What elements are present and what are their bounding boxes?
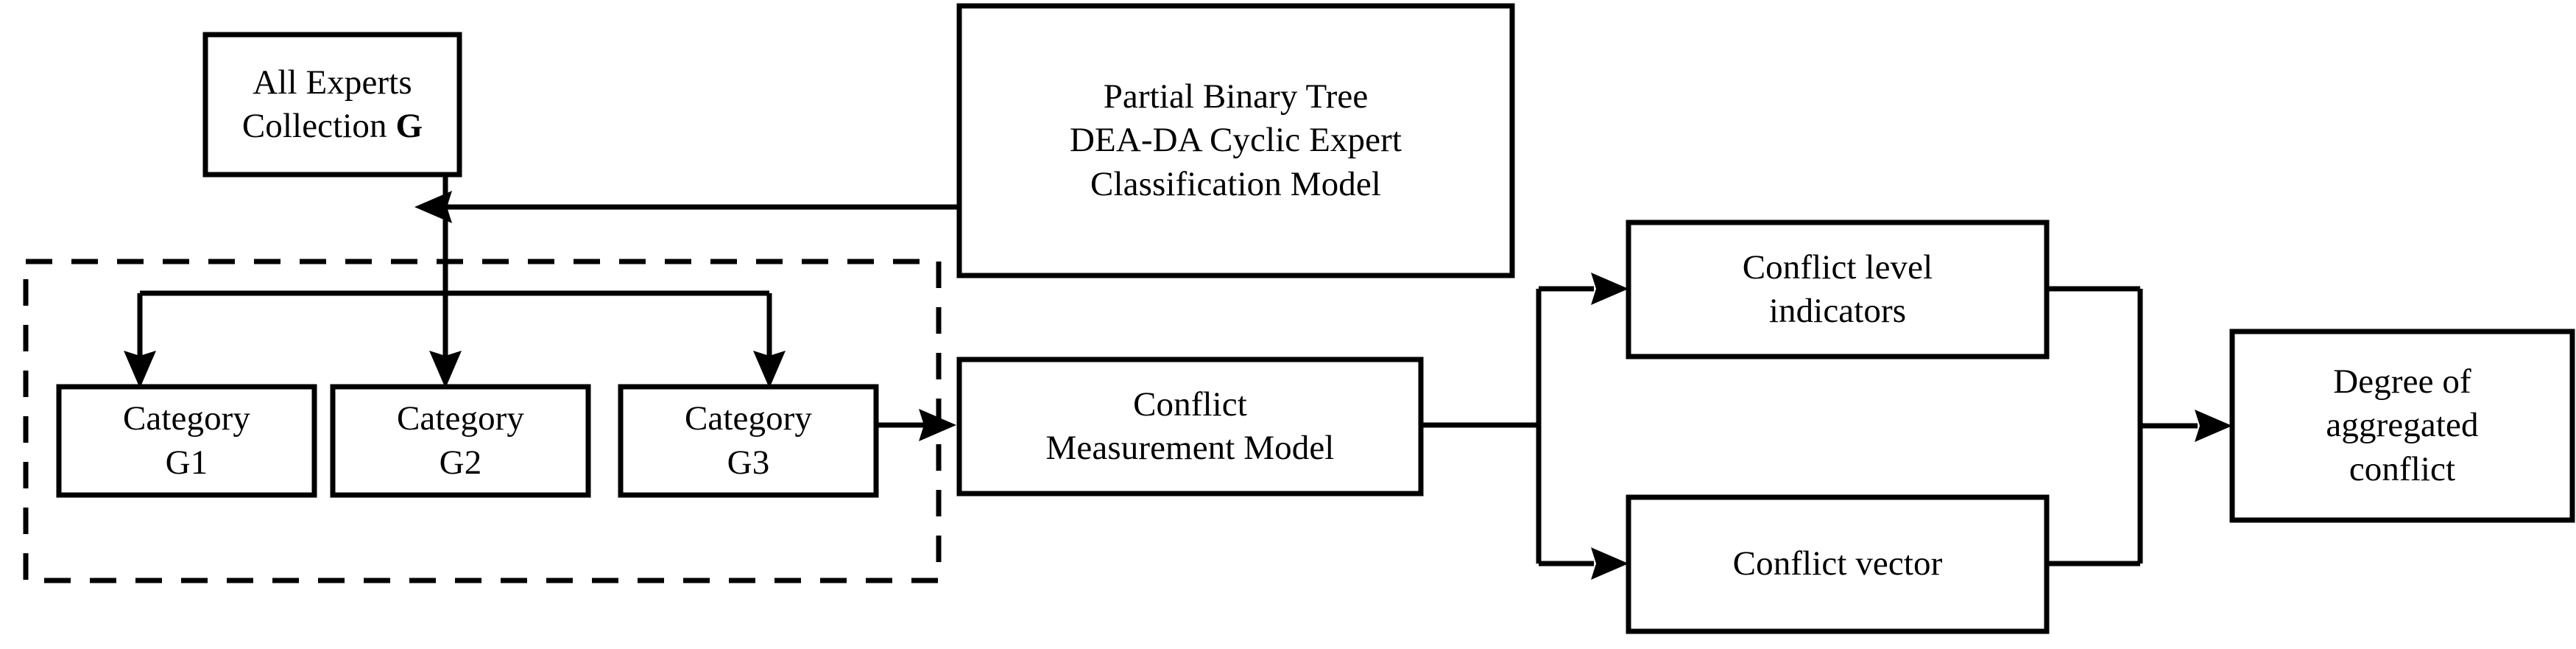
all-experts-collection-symbol: G (395, 107, 423, 145)
node-conflict-vector-box[interactable] (1626, 494, 2050, 634)
edge-classification-model-to-all-experts (414, 191, 959, 223)
node-category-g3-box[interactable] (618, 384, 879, 498)
node-degree-of-aggregated-conflict-box[interactable] (2229, 329, 2575, 523)
node-conflict-level-indicators-label: Conflict level indicators (1742, 248, 1933, 330)
node-category-g1-label: Category G1 (122, 399, 251, 482)
all-experts-line-2-prefix: Collection (241, 107, 396, 145)
node-classification-model-label: Partial Binary Tree DEA-DA Cyclic Expert… (1069, 77, 1402, 203)
node-conflict-level-indicators-box[interactable] (1626, 220, 2050, 359)
node-category-g3-label: Category G3 (684, 399, 813, 482)
node-category-g1-box[interactable] (56, 384, 317, 498)
edge-all-experts-to-categories (124, 175, 786, 388)
node-degree-of-aggregated-conflict-label: Degree of aggregated conflict (2326, 362, 2479, 488)
edge-conflict-measurement-model-split (1421, 273, 1628, 580)
node-all-experts-box[interactable] (202, 32, 462, 178)
node-category-g2-box[interactable] (330, 384, 591, 498)
edge-indicators-and-vector-to-degree (2047, 286, 2232, 566)
node-conflict-vector-label: Conflict vector (1732, 544, 1943, 583)
all-experts-line-1: All Experts (253, 63, 412, 102)
node-conflict-measurement-model-box[interactable] (956, 357, 1424, 497)
edge-category-g3-to-conflict-measurement-model (876, 409, 956, 441)
node-category-g2-label: Category G2 (396, 399, 525, 482)
node-classification-model-box[interactable] (956, 3, 1515, 278)
node-conflict-measurement-model-label: Conflict Measurement Model (1045, 385, 1335, 467)
